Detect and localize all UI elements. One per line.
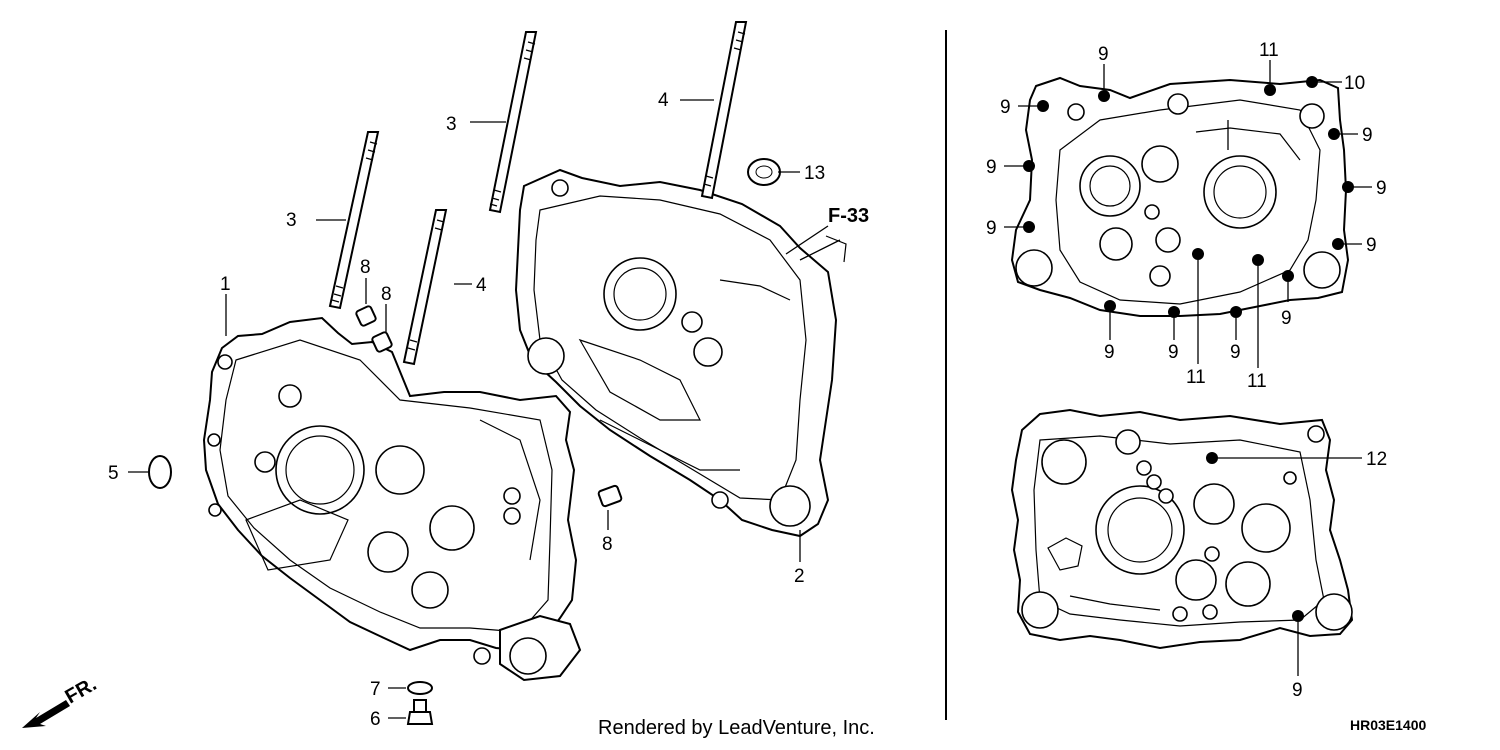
label-bolt-11-bottom-2: 11 bbox=[1247, 371, 1267, 392]
left-crankcase-half[interactable] bbox=[202, 316, 582, 682]
sealing-washer[interactable] bbox=[407, 681, 433, 695]
label-bolt-9-right-2: 9 bbox=[1376, 178, 1387, 199]
label-bolt-11-top: 11 bbox=[1259, 40, 1279, 61]
label-part-6: 6 bbox=[370, 709, 381, 730]
label-bolt-9-bottom-3: 9 bbox=[1230, 342, 1241, 363]
oil-seal[interactable] bbox=[747, 158, 781, 186]
front-arrow-icon bbox=[22, 700, 70, 728]
stud-bolt-4-right[interactable] bbox=[700, 21, 748, 200]
dowel-pin-side[interactable] bbox=[597, 484, 623, 508]
label-part-8-b: 8 bbox=[381, 284, 392, 305]
stud-bolt-3-left[interactable] bbox=[328, 131, 380, 310]
crankcase-bolt-pattern-bottom bbox=[1010, 408, 1354, 650]
crankcase-bolt-pattern-top bbox=[1010, 76, 1350, 317]
right-crankcase-half[interactable] bbox=[514, 168, 847, 538]
label-part-12: 12 bbox=[1366, 449, 1387, 470]
label-part-4-right: 4 bbox=[658, 90, 669, 111]
stud-bolt-3-right[interactable] bbox=[488, 31, 538, 214]
label-bolt-9-right-4: 9 bbox=[1281, 308, 1292, 329]
dowel-pin-upper-2[interactable] bbox=[371, 331, 393, 353]
label-part-8-c: 8 bbox=[602, 534, 613, 555]
label-bolt-9-right-1: 9 bbox=[1362, 125, 1373, 146]
label-bolt-9-bottom-2: 9 bbox=[1168, 342, 1179, 363]
credit-text: Rendered by LeadVenture, Inc. bbox=[598, 717, 875, 739]
label-part-2: 2 bbox=[794, 566, 805, 587]
label-part-5: 5 bbox=[108, 463, 119, 484]
label-part-10: 10 bbox=[1344, 73, 1365, 94]
label-bolt-11-bottom-1: 11 bbox=[1186, 367, 1206, 388]
label-bolt-9-left-1: 9 bbox=[1000, 97, 1011, 118]
label-bolt-9-lower: 9 bbox=[1292, 680, 1303, 701]
label-bolt-9-top: 9 bbox=[1098, 44, 1109, 65]
diagram-code: HR03E1400 bbox=[1350, 717, 1426, 733]
label-part-13: 13 bbox=[804, 163, 825, 184]
label-part-3-left: 3 bbox=[286, 210, 297, 231]
label-part-7: 7 bbox=[370, 679, 381, 700]
label-bolt-9-right-3: 9 bbox=[1366, 235, 1377, 256]
label-part-4-left: 4 bbox=[476, 275, 487, 296]
dowel-pin-upper-1[interactable] bbox=[355, 305, 377, 327]
label-bolt-9-left-3: 9 bbox=[986, 218, 997, 239]
label-bolt-9-bottom-1: 9 bbox=[1104, 342, 1115, 363]
label-part-8-a: 8 bbox=[360, 257, 371, 278]
label-part-1: 1 bbox=[220, 274, 231, 295]
o-ring[interactable] bbox=[148, 455, 172, 489]
label-bolt-9-left-2: 9 bbox=[986, 157, 997, 178]
reference-f33[interactable]: F-33 bbox=[828, 205, 869, 227]
label-part-3-right: 3 bbox=[446, 114, 457, 135]
drain-bolt[interactable] bbox=[406, 699, 434, 725]
stud-bolt-4-left[interactable] bbox=[402, 209, 448, 366]
